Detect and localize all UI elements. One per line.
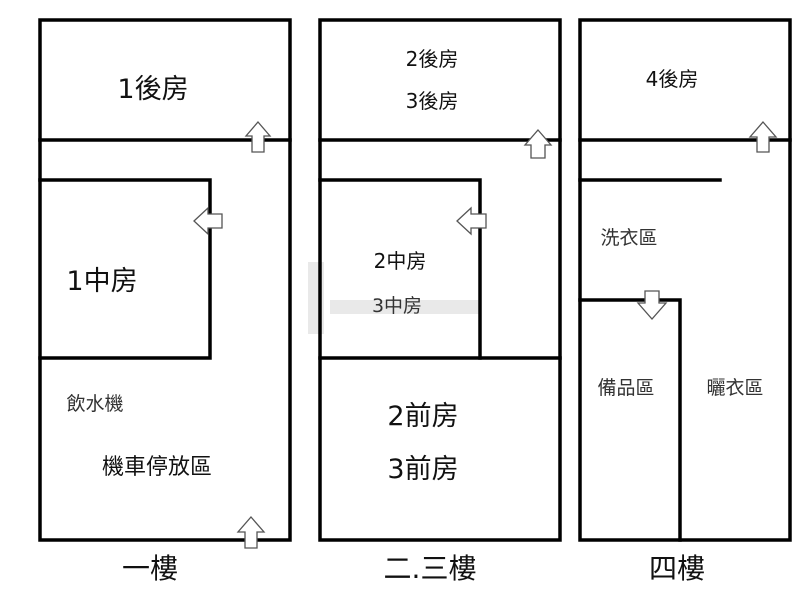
floor-2-rear-room-label: 2後房 bbox=[406, 47, 459, 71]
left-arrow-icon bbox=[456, 206, 487, 236]
up-arrow-icon bbox=[244, 121, 272, 153]
up-arrow-icon bbox=[523, 129, 553, 159]
floor-1-middle-room-wall bbox=[38, 178, 212, 360]
floor-4-plan: 4後房 洗衣區 備品區 曬衣區 bbox=[578, 18, 792, 542]
storage-area-label: 備品區 bbox=[597, 377, 654, 399]
scooter-parking-label: 機車停放區 bbox=[102, 455, 212, 480]
floor-1-plan: 1後房 1中房 飲水機 機車停放區 bbox=[38, 18, 292, 549]
laundry-area-label: 洗衣區 bbox=[600, 227, 657, 249]
left-arrow-icon bbox=[193, 206, 223, 236]
floor-4-caption: 四樓 bbox=[649, 552, 705, 585]
floor-2-middle-room-label: 2中房 bbox=[374, 249, 427, 273]
drying-area-label: 曬衣區 bbox=[706, 377, 763, 399]
floor-1-outer-wall bbox=[38, 18, 292, 542]
floor-4-storage-wall bbox=[578, 298, 682, 542]
floor-4-rear-room-label: 4後房 bbox=[646, 67, 699, 91]
floor-4-outer-wall bbox=[578, 18, 792, 542]
floor-3-front-room-label: 3前房 bbox=[387, 454, 458, 485]
floor-2-3-middle-room-wall bbox=[318, 178, 482, 360]
floor-1-caption: 一樓 bbox=[122, 552, 178, 585]
floor-2-3-caption: 二.三樓 bbox=[384, 552, 477, 585]
down-arrow-icon bbox=[636, 290, 668, 320]
floor-3-middle-room-label: 3中房 bbox=[372, 295, 422, 317]
floor-2-3-outer-wall bbox=[318, 18, 562, 542]
up-arrow-icon bbox=[236, 516, 266, 549]
up-arrow-icon bbox=[748, 121, 778, 153]
floor-1-middle-room-label: 1中房 bbox=[66, 266, 137, 297]
floor-2-front-room-label: 2前房 bbox=[387, 401, 458, 432]
floor-1-rear-room-label: 1後房 bbox=[117, 74, 188, 105]
water-dispenser-label: 飲水機 bbox=[66, 393, 123, 415]
floor-3-rear-room-label: 3後房 bbox=[406, 89, 459, 113]
floor-2-3-plan: 2後房 3後房 2中房 3中房 2前房 3前房 bbox=[318, 18, 562, 542]
